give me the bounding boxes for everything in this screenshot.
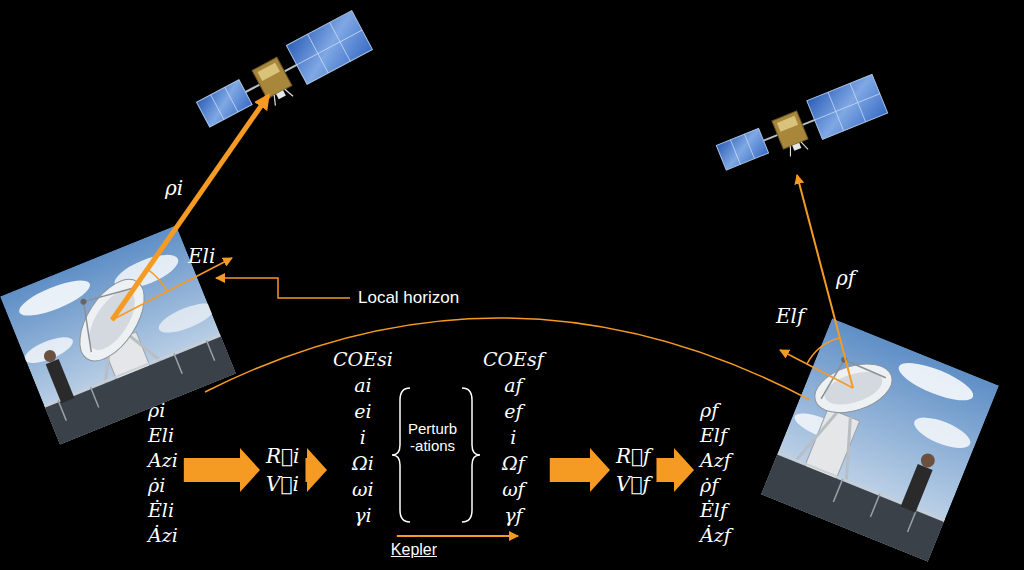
node-text: COEsf: [483, 346, 544, 372]
person: [901, 464, 933, 513]
node-text: V⃗i: [266, 470, 299, 498]
dish-reflector: [67, 269, 157, 372]
orbital-elements: COEsfafefiΩfωfγf: [483, 346, 544, 528]
flow-arrow: [656, 448, 694, 492]
railing: [833, 479, 842, 502]
node-text: ρ̇f: [700, 473, 731, 498]
node-text: i: [483, 424, 544, 450]
railing: [870, 494, 879, 517]
cloud: [910, 411, 974, 454]
measurement-list: ρfElfAzfρ̇fĖlfȦzf: [700, 398, 731, 548]
sky: [0, 225, 236, 445]
feed-strut: [844, 349, 886, 388]
node-text: af: [483, 372, 544, 398]
orbital-elements: COEsiaieiiΩiωiγi: [333, 346, 393, 528]
node-text: ρ̇i: [148, 473, 178, 498]
elevation-label: Eli: [188, 244, 215, 268]
elevation-label: Elf: [776, 304, 804, 328]
orbit-arc: [205, 318, 810, 400]
node-text: ρi: [148, 398, 178, 423]
person: [919, 451, 937, 469]
node-text: i: [333, 424, 393, 450]
cloud: [15, 274, 94, 323]
propagation-arrow: [397, 535, 518, 537]
railing: [206, 340, 214, 360]
node-text: COEsi: [333, 346, 393, 372]
pedestal-strut: [796, 405, 837, 468]
node-text: Eli: [148, 423, 178, 448]
perturbation-note: Perturb -ations: [408, 420, 457, 454]
node-text: R⃗i: [266, 442, 299, 470]
railing: [778, 453, 945, 520]
deck: [761, 454, 944, 561]
node-text: Azf: [700, 448, 731, 473]
elevation-arc: [148, 269, 167, 291]
brace: [462, 388, 480, 522]
state-vector: R⃗iV⃗i: [266, 442, 299, 498]
flow-arrow: [184, 448, 260, 492]
feed-strut: [63, 302, 112, 352]
pedestal-strut: [129, 327, 161, 368]
cloud: [894, 356, 977, 408]
node-text: Ȧzf: [700, 523, 731, 548]
feed-horn: [79, 297, 87, 305]
railing: [174, 353, 182, 373]
elevation-arc: [807, 338, 840, 364]
person: [42, 348, 58, 364]
node-text: ρf: [700, 398, 731, 423]
callout-label: Local horizon: [358, 288, 459, 308]
node-text: Ωi: [333, 450, 393, 476]
node-text: Ėli: [148, 498, 178, 523]
state-vector: R⃗fV⃗f: [616, 442, 650, 498]
node-text: γf: [483, 502, 544, 528]
node-text: V⃗f: [616, 470, 650, 498]
node-text: ωi: [333, 476, 393, 502]
node-text: Ωf: [483, 450, 544, 476]
cloud: [21, 332, 76, 368]
flow-arrow: [305, 448, 327, 492]
dish-reflector: [821, 366, 887, 411]
node-text: ωf: [483, 476, 544, 502]
railing: [44, 335, 220, 406]
satellite: [193, 11, 374, 138]
node-text: R⃗f: [616, 442, 650, 470]
dish-reflector: [809, 355, 899, 422]
cloud: [155, 298, 218, 339]
pedestal-strut: [828, 417, 869, 480]
ground-station-photo: [756, 316, 999, 562]
railing: [58, 400, 66, 420]
node-text: Ėlf: [700, 498, 731, 523]
railing: [91, 387, 99, 407]
node-text: Perturb -ations: [408, 420, 457, 454]
node-text: γi: [333, 502, 393, 528]
sky: [761, 318, 999, 562]
satellite: [713, 74, 889, 180]
node-text: Ȧzi: [148, 523, 178, 548]
node-text: Elf: [700, 423, 731, 448]
ground-station-photo: [0, 223, 241, 445]
range-vector: [112, 96, 268, 320]
flow-arrow: [550, 448, 610, 492]
node-text: Azi: [148, 448, 178, 473]
measurement-list: ρiEliAziρ̇iĖliȦzi: [148, 398, 178, 548]
leader-line: [216, 278, 350, 298]
range-label: ρi: [165, 176, 183, 200]
local-horizon-line: [780, 350, 853, 388]
node-text: ef: [483, 398, 544, 424]
person: [46, 359, 75, 403]
node-text: ei: [333, 398, 393, 424]
node-text: ai: [333, 372, 393, 398]
range-label: ρf: [836, 266, 855, 290]
edge-label: Kepler: [391, 541, 437, 559]
brace: [392, 388, 410, 522]
